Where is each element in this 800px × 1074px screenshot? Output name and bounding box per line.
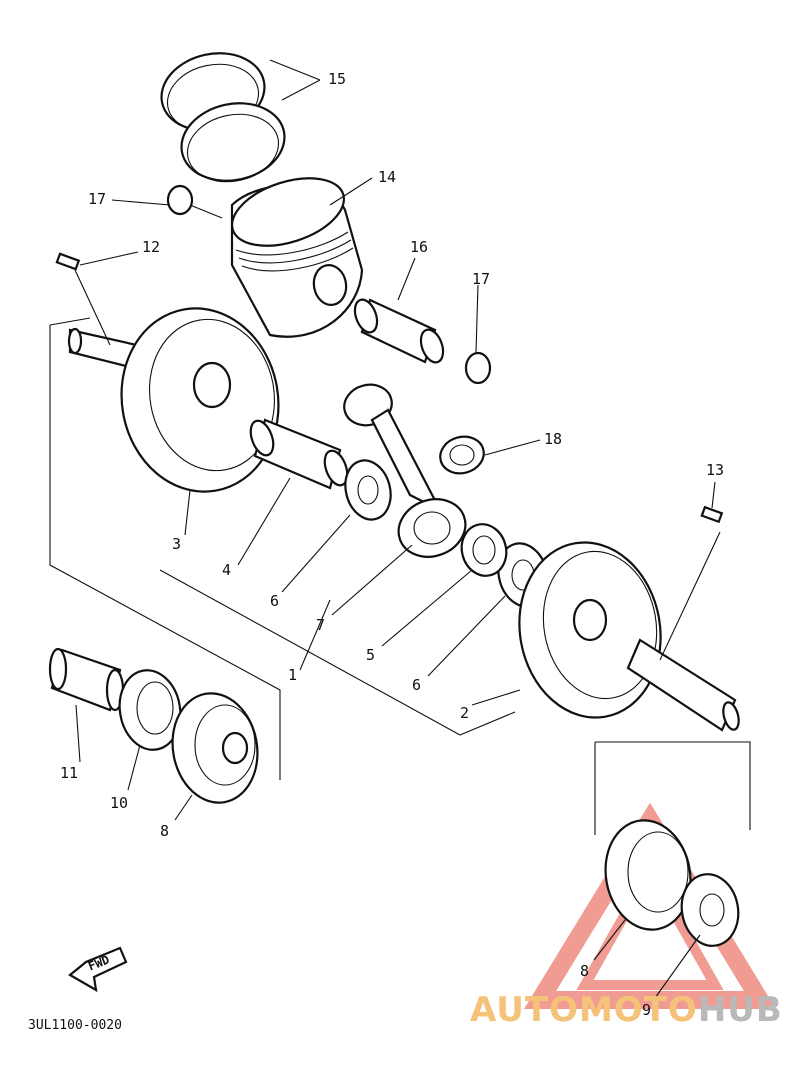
callout-7: 7 <box>316 616 326 634</box>
piston-pin <box>353 298 445 364</box>
callout-6-right: 6 <box>412 676 422 694</box>
callout-12: 12 <box>142 238 161 256</box>
callout-18: 18 <box>544 430 563 448</box>
callout-10: 10 <box>110 794 129 812</box>
big-end-bearing <box>460 523 508 577</box>
callout-15: 15 <box>328 70 347 88</box>
callout-13: 13 <box>706 461 725 479</box>
watermark-part2: HUB <box>697 990 783 1030</box>
small-end-bearing <box>439 435 485 475</box>
oil-seal-11 <box>48 647 125 712</box>
piston-rings <box>160 52 286 183</box>
callout-16: 16 <box>410 238 429 256</box>
piston <box>230 177 364 338</box>
woodruff-key-12 <box>55 252 81 271</box>
main-bearing-8-left <box>171 692 259 804</box>
oil-seal-9 <box>680 873 740 947</box>
callout-4: 4 <box>222 561 232 579</box>
callout-9: 9 <box>642 1001 652 1019</box>
part-code: 3UL1100-0020 <box>28 1018 122 1033</box>
callout-11: 11 <box>60 764 79 782</box>
callout-2: 2 <box>460 704 470 722</box>
callout-8-right: 8 <box>580 962 590 980</box>
callout-17-right: 17 <box>472 270 491 288</box>
crank-half-left <box>67 307 280 493</box>
watermark-part1: AUTOMOTO <box>470 990 698 1030</box>
callout-8-left: 8 <box>160 822 170 840</box>
callout-17-left: 17 <box>88 190 107 208</box>
callout-14: 14 <box>378 168 397 186</box>
crank-half-right <box>518 541 740 732</box>
main-bearing-8-right <box>604 819 692 931</box>
assembly-bracket-lines <box>49 317 751 835</box>
circlip-right <box>464 351 492 385</box>
fwd-arrow-icon <box>68 946 128 993</box>
callout-1: 1 <box>288 666 298 684</box>
bearing-10 <box>118 669 182 751</box>
woodruff-key-13 <box>700 505 724 524</box>
connecting-rod <box>343 383 467 558</box>
crank-pin <box>249 418 349 490</box>
watermark-text: AUTOMOTOHUB <box>470 990 783 1030</box>
circlip-left <box>166 184 194 216</box>
thrust-washer-left <box>344 459 392 521</box>
leader-lines <box>74 59 721 999</box>
callout-5: 5 <box>366 646 376 664</box>
callout-6-left: 6 <box>270 592 280 610</box>
callout-3: 3 <box>172 535 182 553</box>
